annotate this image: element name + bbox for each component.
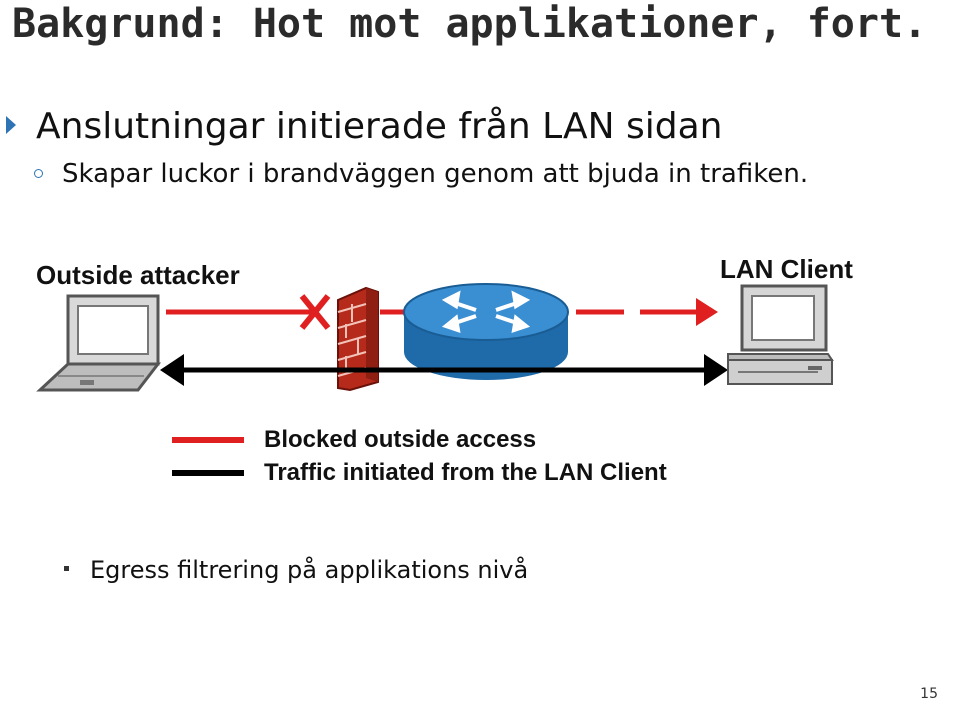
bullet-level-3-text: Egress filtrering på applikations nivå bbox=[90, 556, 529, 584]
lan-client-label: LAN Client bbox=[720, 254, 853, 284]
network-diagram: Outside attacker LAN Client bbox=[36, 254, 853, 486]
right-arrowhead-icon bbox=[704, 354, 728, 386]
legend-traffic-label: Traffic initiated from the LAN Client bbox=[264, 459, 667, 486]
bullet-level-1-text: Anslutningar initierade från LAN sidan bbox=[36, 106, 723, 147]
legend: Blocked outside access Traffic initiated… bbox=[172, 426, 667, 486]
circle-bullet-icon bbox=[34, 169, 43, 178]
red-arrowhead-icon bbox=[696, 298, 718, 326]
bullet-level-2: Skapar luckor i brandväggen genom att bj… bbox=[0, 152, 940, 198]
page-number: 15 bbox=[920, 686, 938, 702]
left-arrowhead-icon bbox=[160, 354, 184, 386]
bullet-level-2-text: Skapar luckor i brandväggen genom att bj… bbox=[62, 159, 809, 189]
triangle-bullet-icon bbox=[6, 116, 16, 134]
firewall-icon bbox=[337, 286, 379, 392]
desktop-computer-icon bbox=[727, 284, 834, 385]
slide-title: Bakgrund: Hot mot applikationer, fort. bbox=[12, 1, 928, 47]
laptop-icon bbox=[36, 294, 162, 392]
square-bullet-icon bbox=[64, 566, 69, 571]
bullet-level-1: Anslutningar initierade från LAN sidan bbox=[0, 100, 940, 154]
legend-blocked-label: Blocked outside access bbox=[264, 426, 536, 453]
outside-attacker-label: Outside attacker bbox=[36, 260, 240, 290]
bullet-level-3: Egress filtrering på applikations nivå bbox=[0, 552, 940, 588]
router-icon bbox=[403, 283, 569, 380]
blocked-x-icon bbox=[299, 294, 331, 330]
